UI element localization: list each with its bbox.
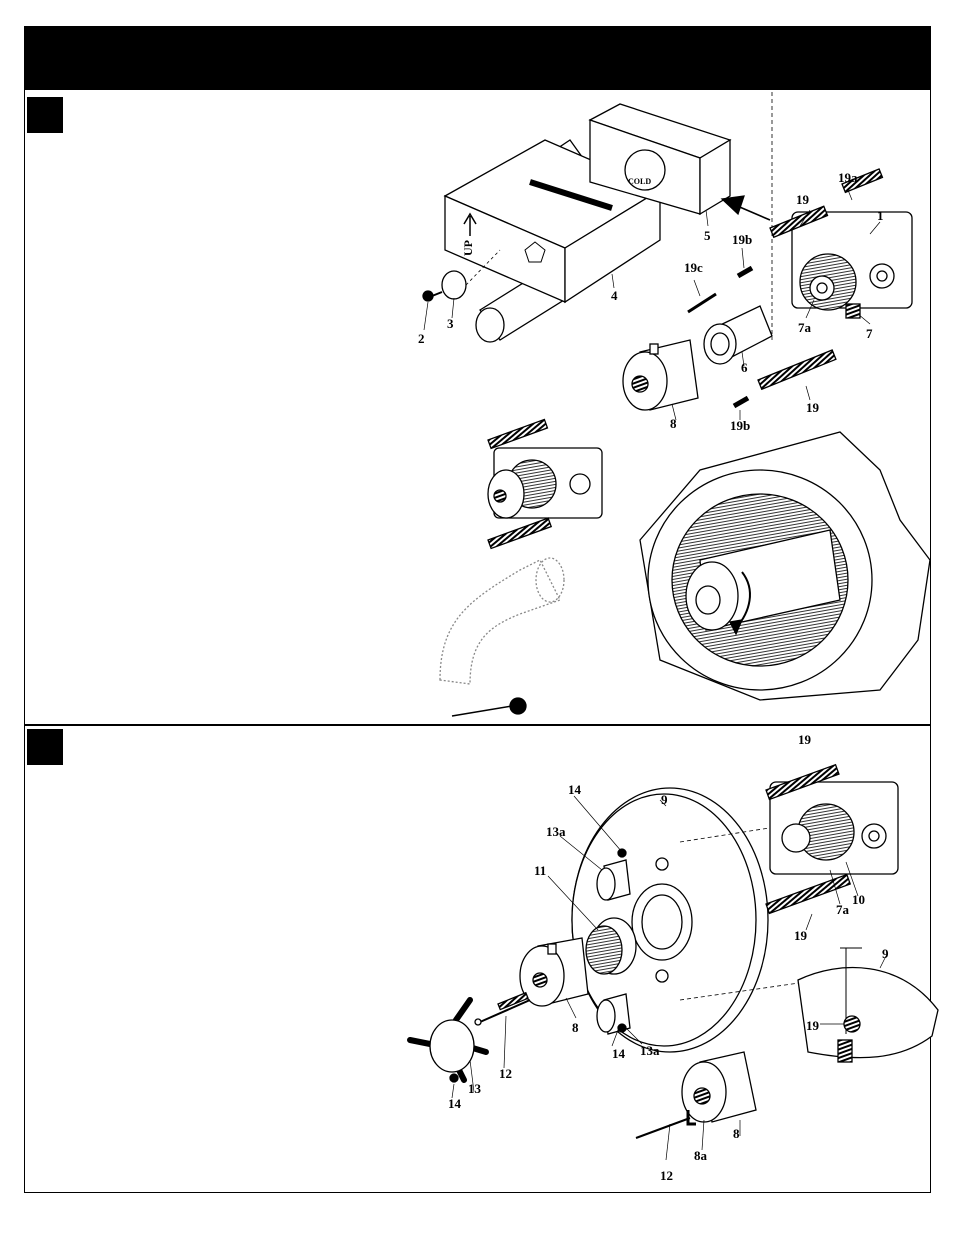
sleeve-6 — [704, 306, 772, 364]
callout-5: 5 — [704, 228, 711, 243]
callout-6: 6 — [741, 360, 748, 375]
callout-1: 1 — [877, 208, 884, 223]
valve-body-small — [488, 419, 602, 548]
valve-body — [770, 169, 912, 318]
callout-12-lower: 12 — [660, 1168, 673, 1183]
knob-8-step2 — [520, 938, 588, 1006]
callout-10: 10 — [852, 892, 865, 907]
callout-19: 19 — [796, 192, 810, 207]
callout-12: 12 — [499, 1066, 512, 1081]
wrench-tool — [452, 698, 526, 716]
detail-inset — [798, 948, 938, 1062]
callout-14-mid: 14 — [612, 1046, 626, 1061]
callout-19b-bottom: 19b — [730, 418, 750, 433]
callout-13a-top: 13a — [546, 824, 566, 839]
step1-figure — [423, 92, 930, 716]
callout-19a: 19a — [838, 170, 858, 185]
callout-14-top: 14 — [568, 782, 582, 797]
callout-13a-bottom: 13a — [640, 1043, 660, 1058]
callout-8a: 8a — [694, 1148, 708, 1163]
callout-19b-top: 19b — [732, 232, 752, 247]
callout-19-lower: 19 — [806, 400, 820, 415]
callout-9-detail: 9 — [882, 946, 889, 961]
callout-3: 3 — [447, 316, 454, 331]
callout-19-mid: 19 — [794, 928, 808, 943]
callout-13: 13 — [468, 1081, 482, 1096]
box-up-text: UP — [461, 240, 475, 256]
callout-9: 9 — [661, 792, 668, 807]
cartridge-detail — [640, 432, 930, 700]
valve-body-step2 — [766, 765, 898, 914]
cross-handle-13 — [410, 1000, 486, 1082]
callout-8-lower: 8 — [733, 1126, 740, 1141]
callout-2: 2 — [418, 331, 425, 346]
callout-7: 7 — [866, 326, 873, 341]
knob-8-lower — [682, 1052, 756, 1122]
step2-figure — [410, 765, 938, 1138]
callout-11: 11 — [534, 863, 546, 878]
callout-19c: 19c — [684, 260, 703, 275]
callout-8-step2: 8 — [572, 1020, 579, 1035]
knob-8 — [623, 340, 698, 410]
callout-19-top: 19 — [798, 732, 812, 747]
callout-19-detail: 19 — [806, 1018, 820, 1033]
callout-7a-step2: 7a — [836, 902, 850, 917]
callout-7a: 7a — [798, 320, 812, 335]
tub-spout — [440, 558, 564, 684]
box-cold-text: COLD — [628, 177, 651, 186]
callout-8: 8 — [670, 416, 677, 431]
callout-4: 4 — [611, 288, 618, 303]
callout-14-left: 14 — [448, 1096, 462, 1111]
